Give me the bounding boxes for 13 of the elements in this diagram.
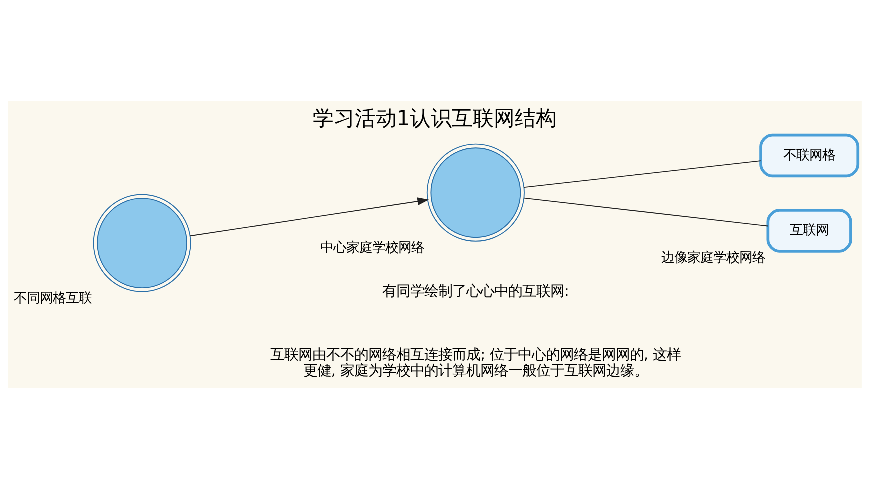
node-picture [426,144,525,242]
arrow [190,198,430,237]
node-label: 不同网格互联 [14,292,92,307]
connector [524,160,762,188]
node-box: 互联网 [766,209,852,253]
node-label: 边像家庭学校网络 [661,251,766,266]
node-box: 不联网格 [760,134,860,178]
node-label: 中心家庭学校网络 [320,241,425,256]
label: 互联网由不不的网络相互连接而成; 位于中心的网络是网网的, 这样更健, 家庭为学校中的计算机网络一般位于互联网边缘。 [270,347,682,380]
node-picture [93,194,192,292]
diagram-title: 学习活动1认识互联网结构 [312,106,558,130]
connector [524,198,768,227]
label: 有同学绘制了心心中的互联网: [382,284,570,300]
